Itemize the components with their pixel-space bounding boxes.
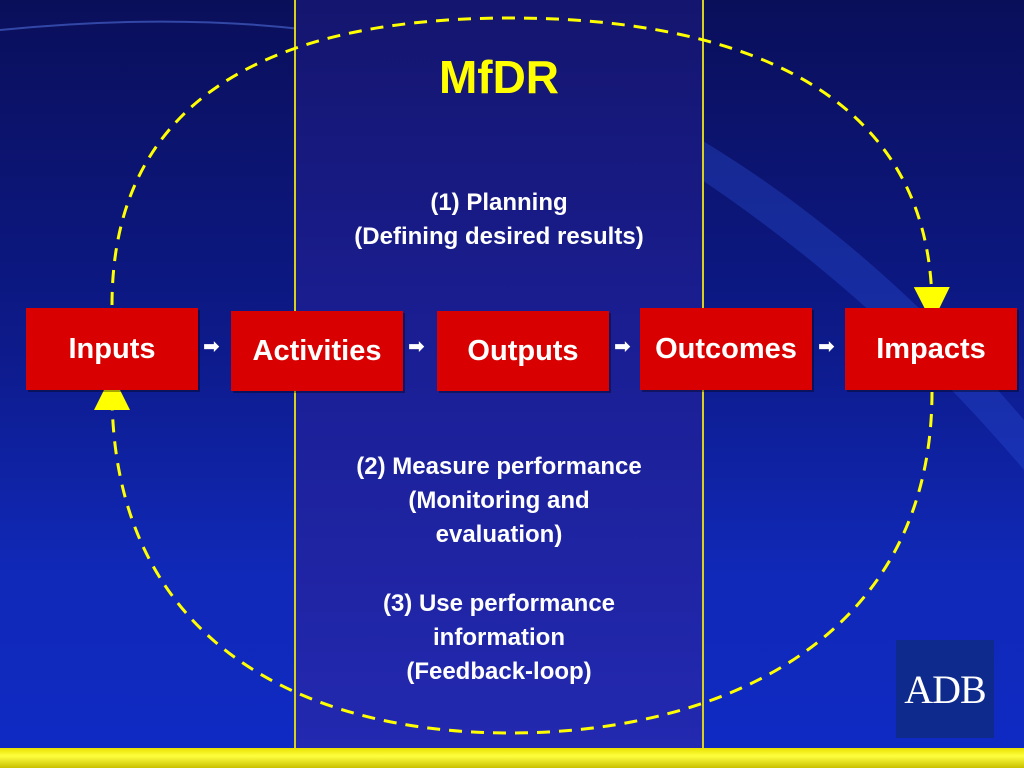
use-line-2: information (433, 624, 565, 651)
arrow-right-icon: ➡ (614, 336, 631, 358)
planning-caption: (1) Planning (Defining desired results) (294, 186, 704, 254)
planning-line-1: (1) Planning (430, 189, 568, 216)
use-caption: (3) Use performance information (Feedbac… (294, 587, 704, 689)
arrow-right-icon: ➡ (408, 336, 425, 358)
measure-line-2: (Monitoring and (408, 487, 590, 514)
use-line-3: (Feedback-loop) (406, 658, 592, 685)
loop-bottom-arc (94, 374, 934, 735)
planning-line-2: (Defining desired results) (354, 223, 644, 250)
box-activities: Activities (231, 311, 403, 391)
box-inputs: Inputs (26, 308, 198, 390)
arrow-right-icon: ➡ (203, 336, 220, 358)
loop-top-arc (110, 16, 950, 323)
measure-line-3: evaluation) (435, 521, 563, 548)
page-title: MfDR (438, 51, 560, 103)
measure-line-1: (2) Measure performance (356, 453, 642, 480)
box-outputs: Outputs (437, 311, 609, 391)
adb-logo: ADB (896, 640, 994, 738)
measure-caption: (2) Measure performance (Monitoring and … (294, 450, 704, 552)
box-outcomes: Outcomes (640, 308, 812, 390)
box-impacts: Impacts (845, 308, 1017, 390)
use-line-1: (3) Use performance (382, 590, 616, 617)
bottom-bar (0, 748, 1024, 768)
arrow-right-icon: ➡ (818, 336, 835, 358)
